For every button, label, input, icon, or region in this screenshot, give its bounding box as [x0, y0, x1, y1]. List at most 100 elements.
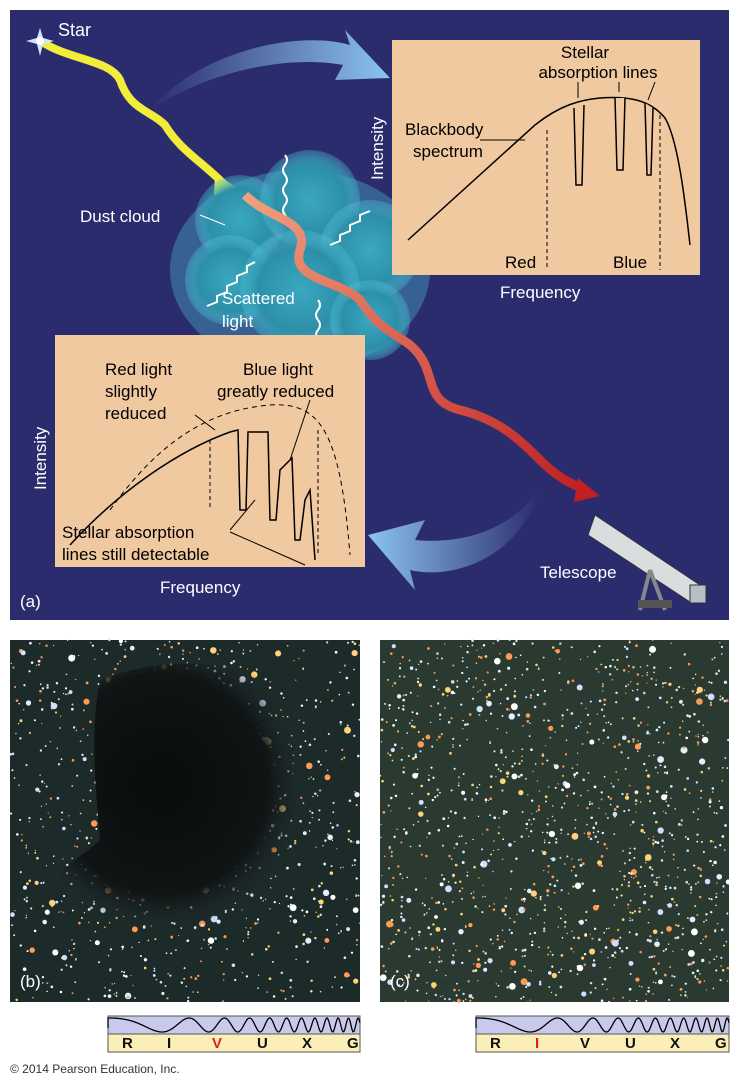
star-dot — [113, 993, 115, 995]
red-note-1: Red light — [105, 360, 172, 379]
star-dot — [668, 682, 672, 686]
star-dot — [542, 850, 547, 856]
star-dot — [15, 998, 18, 1002]
star-dot — [436, 788, 440, 792]
star-dot — [722, 891, 725, 894]
star-dot — [468, 949, 471, 953]
star-dot — [596, 841, 599, 844]
star-dot — [553, 764, 559, 770]
star-dot — [513, 690, 516, 693]
star-dot — [565, 794, 569, 798]
star-dot — [62, 692, 65, 695]
star-dot — [628, 960, 634, 966]
star-dot — [666, 903, 669, 906]
star-dot — [181, 657, 184, 660]
star-dot — [688, 714, 692, 718]
star-dot — [74, 678, 77, 681]
star-dot — [535, 896, 537, 899]
star-dot — [725, 699, 729, 702]
copyright: © 2014 Pearson Education, Inc. — [10, 1062, 180, 1076]
star-dot — [379, 774, 382, 777]
star-dot — [200, 947, 203, 950]
star-dot — [458, 782, 460, 784]
star-dot — [427, 662, 429, 665]
star-dot — [684, 994, 687, 997]
star-dot — [246, 668, 249, 670]
star-dot — [539, 895, 542, 898]
star-dot — [627, 740, 631, 743]
star-dot — [560, 806, 564, 809]
star-dot — [605, 928, 608, 930]
star-dot — [81, 753, 84, 757]
star-dot — [505, 731, 508, 734]
star-dot — [628, 851, 632, 855]
star-dot — [624, 767, 627, 770]
star-dot — [443, 997, 446, 1000]
star-dot — [311, 811, 314, 815]
star-dot — [615, 771, 618, 773]
star-dot — [634, 790, 639, 795]
star-dot — [41, 982, 44, 984]
star-dot — [462, 719, 464, 722]
star-dot — [295, 945, 298, 948]
star-dot — [390, 922, 394, 927]
star-dot — [442, 995, 444, 997]
star-dot — [472, 890, 475, 893]
star-dot — [654, 840, 657, 844]
star-dot — [630, 872, 633, 875]
star-dot — [475, 792, 479, 795]
star-dot — [665, 800, 667, 803]
star-dot — [166, 997, 169, 1000]
star-dot — [727, 738, 730, 742]
star-dot — [468, 922, 473, 928]
star-dot — [505, 653, 513, 660]
star-dot — [654, 941, 660, 947]
star-dot — [409, 845, 412, 848]
star-dot — [620, 751, 623, 754]
star-dot — [462, 728, 464, 730]
star-dot — [449, 752, 452, 755]
star-dot — [28, 670, 31, 673]
star-dot — [513, 762, 516, 765]
star-dot — [635, 977, 640, 982]
star-dot — [498, 817, 500, 819]
star-dot — [598, 671, 600, 673]
star-dot — [324, 839, 327, 842]
star-dot — [302, 730, 305, 732]
star-dot — [411, 792, 414, 795]
star-dot — [707, 693, 715, 701]
star-dot — [686, 714, 689, 717]
star-dot — [551, 646, 555, 649]
spectrum-band-R: R — [122, 1035, 133, 1052]
star-dot — [418, 799, 424, 805]
star-dot — [711, 787, 715, 790]
star-dot — [613, 904, 616, 906]
star-dot — [554, 993, 558, 996]
star-dot — [286, 866, 289, 870]
star-dot — [424, 946, 427, 950]
star-dot — [484, 655, 488, 658]
star-dot — [52, 949, 59, 956]
star-dot — [530, 943, 534, 947]
star-dot — [11, 752, 15, 756]
star-dot — [111, 983, 113, 985]
star-dot — [520, 759, 523, 762]
star-dot — [643, 762, 646, 766]
star-dot — [726, 966, 730, 970]
star-dot — [36, 856, 39, 860]
star-dot — [511, 773, 518, 780]
star-dot — [722, 885, 725, 888]
star-dot — [449, 810, 452, 813]
star-dot — [426, 836, 428, 838]
star-dot — [694, 975, 697, 977]
star-dot — [354, 791, 360, 798]
star-dot — [392, 724, 395, 727]
star-dot — [473, 865, 476, 869]
star-dot — [632, 877, 635, 879]
star-dot — [453, 847, 456, 849]
star-dot — [555, 649, 560, 654]
star-dot — [37, 659, 41, 663]
star-dot — [344, 726, 351, 734]
star-dot — [305, 762, 313, 770]
star-dot — [89, 799, 92, 803]
